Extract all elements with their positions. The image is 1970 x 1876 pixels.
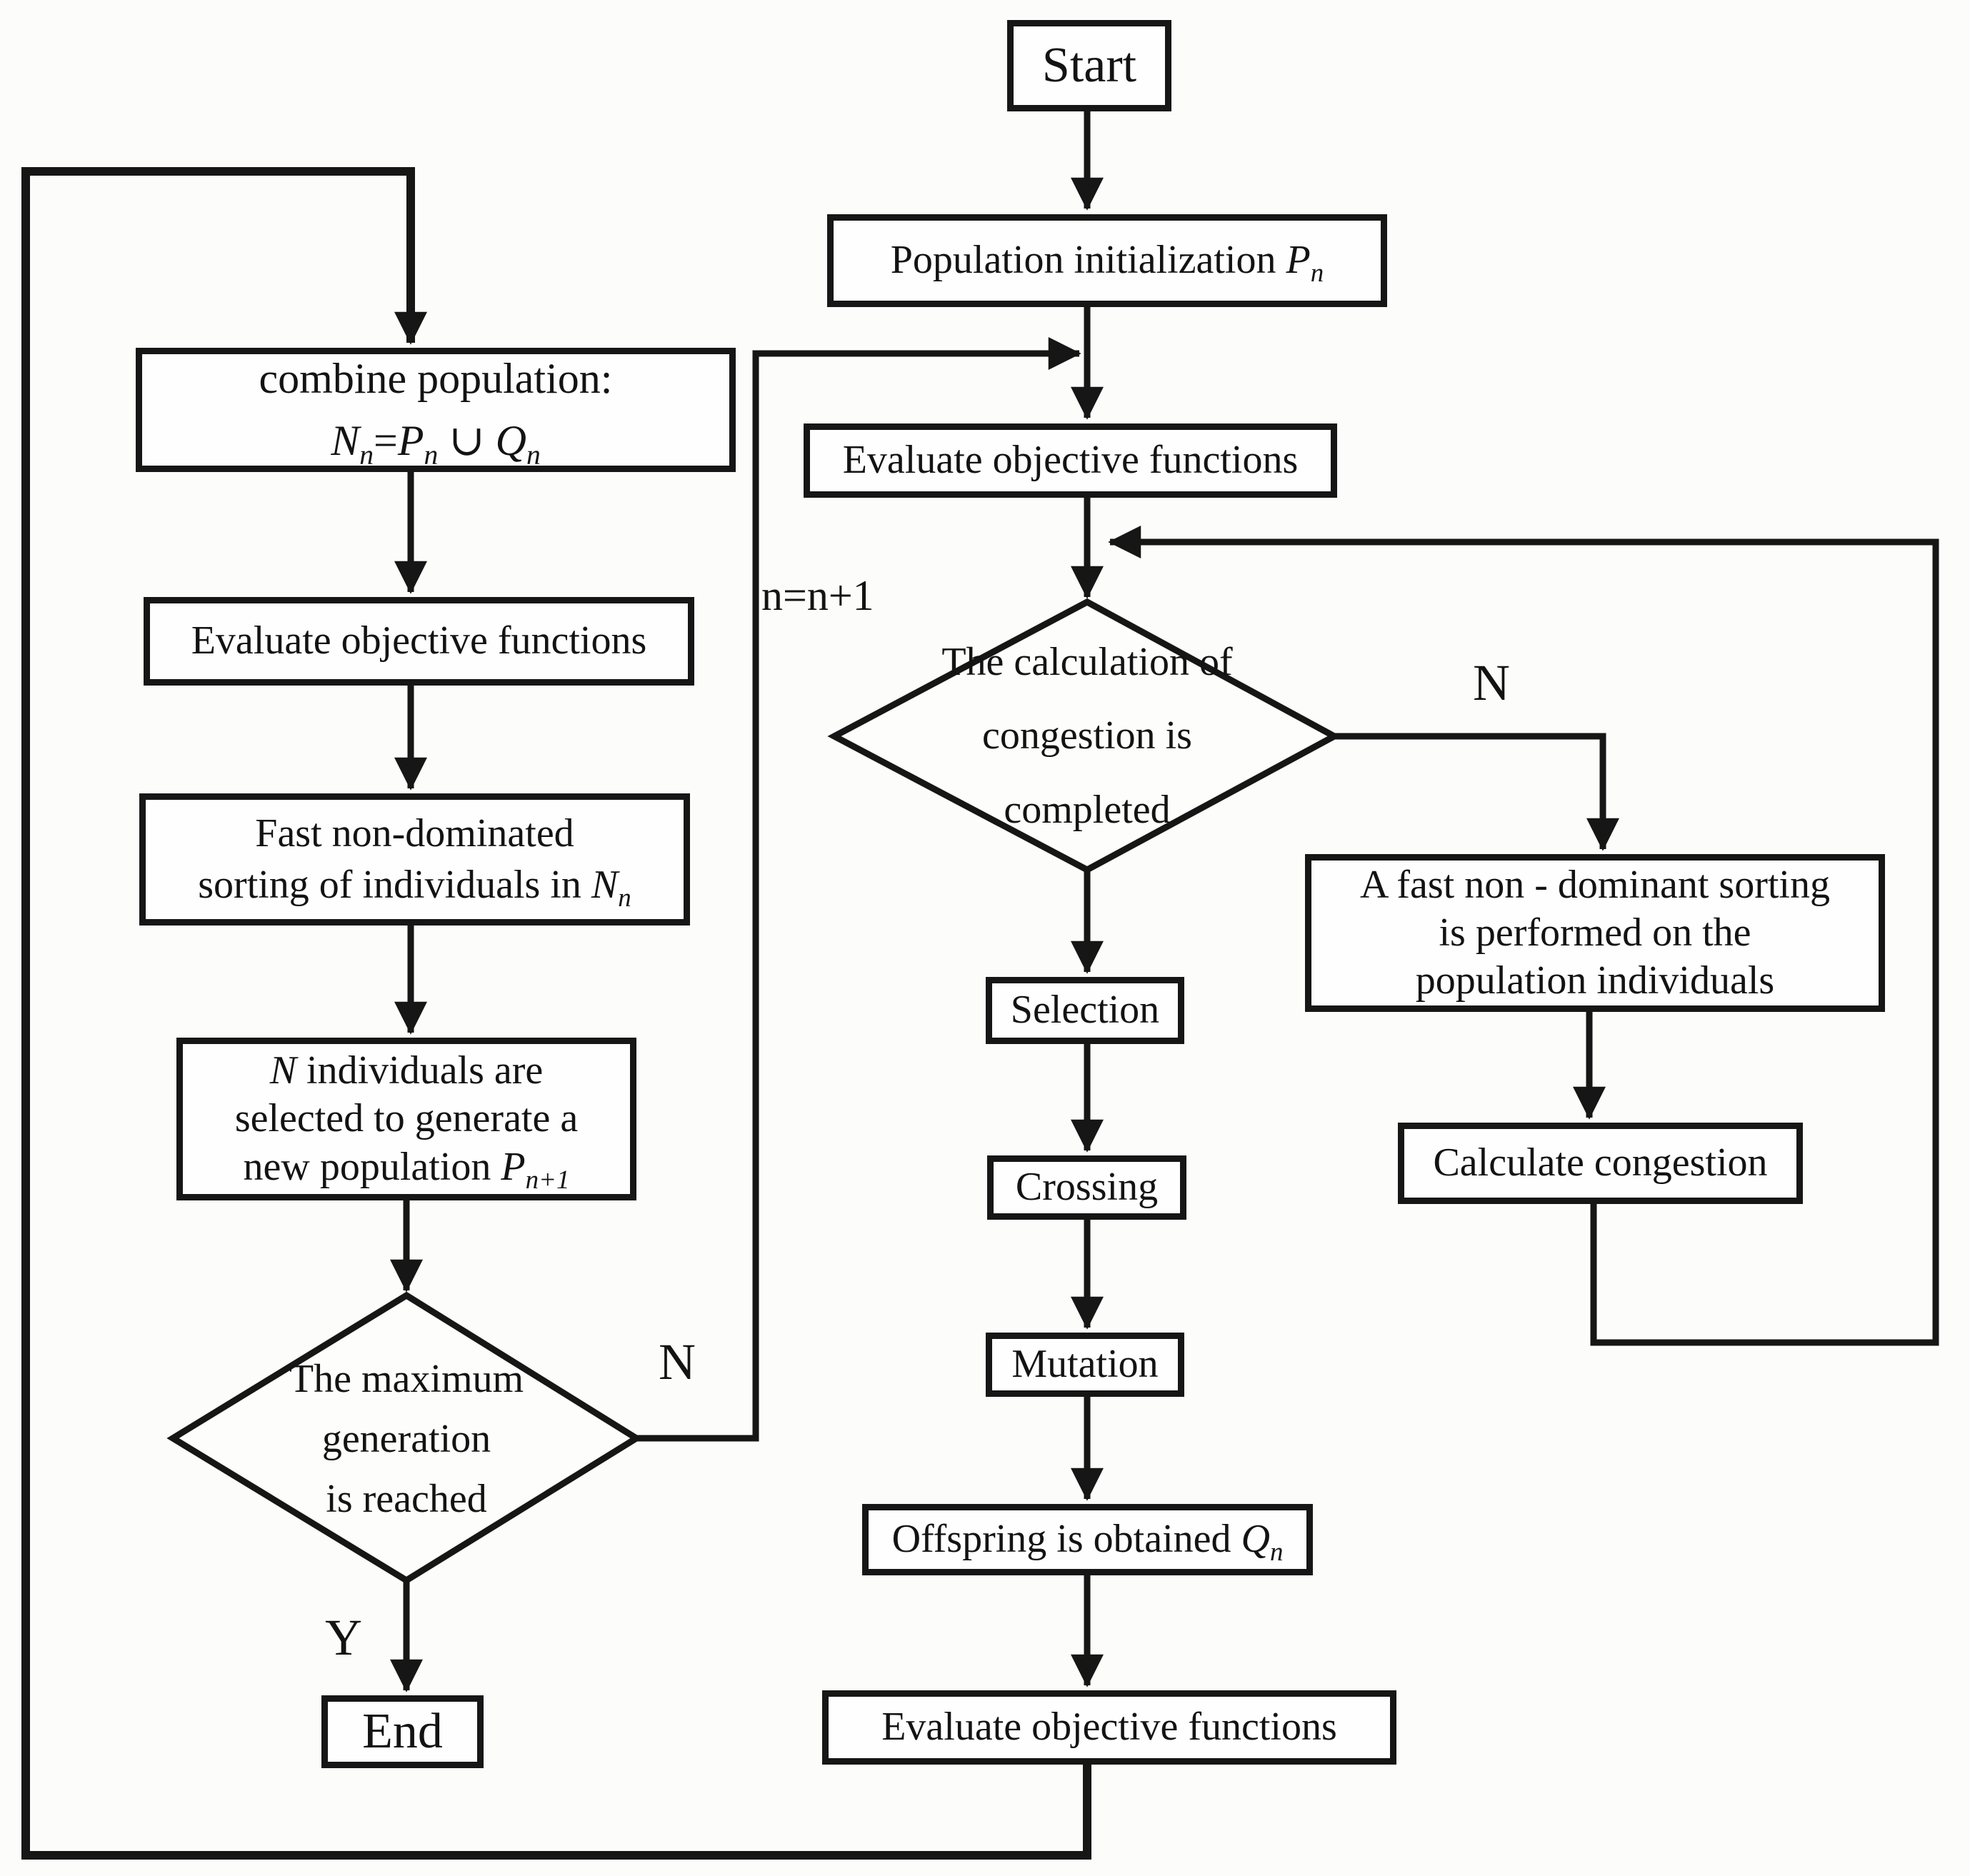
node-end-label: End: [362, 1704, 443, 1760]
node-population-init-label: Population initialization Pn: [890, 238, 1324, 288]
node-combine-label: combine population:Nn=Pn ∪ Qn: [259, 355, 613, 471]
node-start: Start: [1007, 20, 1171, 111]
node-evaluate-left-label: Evaluate objective functions: [191, 618, 647, 663]
label-congestion-no: N: [1473, 654, 1510, 711]
node-end: End: [321, 1695, 484, 1768]
label-max-generation-yes: Y: [325, 1609, 362, 1666]
max-generation-decision-diamond: [166, 1291, 643, 1585]
edge-maxgen-no-loop: [636, 337, 1081, 1442]
node-calculate-congestion: Calculate congestion: [1398, 1123, 1803, 1204]
node-crossing-label: Crossing: [1015, 1165, 1159, 1210]
node-mutation: Mutation: [986, 1333, 1184, 1397]
congestion-decision-diamond: [827, 598, 1341, 874]
node-combine: combine population:Nn=Pn ∪ Qn: [136, 348, 736, 472]
label-increment: n=n+1: [761, 572, 874, 619]
edge-decision-no-branch: [1334, 733, 1619, 851]
label-max-generation-no: N: [659, 1333, 696, 1390]
node-selection-label: Selection: [1010, 988, 1160, 1033]
node-selection: Selection: [986, 977, 1184, 1044]
node-calculate-congestion-label: Calculate congestion: [1433, 1140, 1768, 1185]
edge-bottom-loop-to-combine: [21, 167, 1091, 1860]
edge-calculate-return-loop: [1108, 526, 1939, 1346]
node-population-init: Population initialization Pn: [827, 214, 1387, 307]
node-offspring-label: Offspring is obtained Qn: [891, 1517, 1284, 1567]
node-crossing: Crossing: [987, 1155, 1186, 1220]
node-evaluate-mid: Evaluate objective functions: [804, 423, 1337, 498]
node-evaluate-left: Evaluate objective functions: [144, 597, 694, 686]
node-evaluate-bottom-label: Evaluate objective functions: [881, 1705, 1337, 1750]
node-start-label: Start: [1041, 38, 1137, 94]
node-mutation-label: Mutation: [1011, 1342, 1159, 1387]
node-offspring: Offspring is obtained Qn: [862, 1504, 1313, 1575]
node-evaluate-mid-label: Evaluate objective functions: [842, 438, 1299, 483]
node-evaluate-bottom: Evaluate objective functions: [822, 1690, 1396, 1765]
